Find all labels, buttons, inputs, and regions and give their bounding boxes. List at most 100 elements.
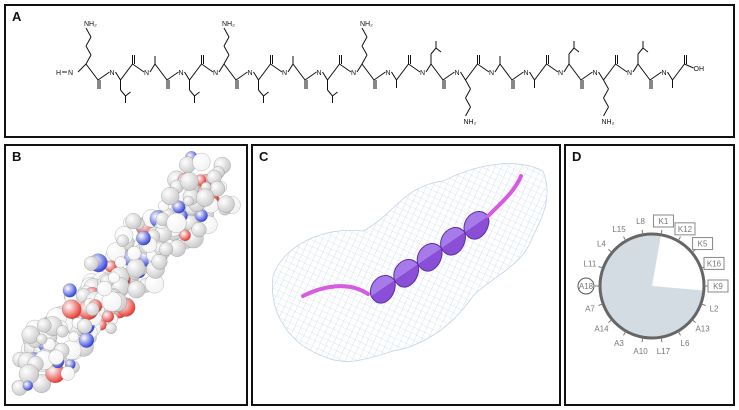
panel-d-label: D (572, 149, 582, 164)
residue-label: A7 (585, 305, 595, 314)
residue-tick (598, 303, 604, 306)
lysine-amine: NH₂ (84, 21, 97, 28)
residue-label: A18 (579, 282, 594, 291)
coil-segment (486, 174, 523, 218)
atom-sphere (127, 280, 146, 299)
atom-sphere (183, 195, 194, 207)
amide-nitrogen: N (386, 70, 391, 77)
c-terminal-acid: OH (694, 66, 705, 73)
residue-tick (677, 236, 681, 242)
residue-tick (623, 330, 627, 336)
atom-sphere (127, 246, 142, 261)
amide-nitrogen: N (593, 70, 598, 77)
lysine-amine: NH₂ (222, 21, 235, 28)
residue-label: A3 (614, 339, 624, 348)
residue-label: L15 (612, 225, 626, 234)
amide-nitrogen: N (455, 70, 460, 77)
n-terminus-label: H (56, 70, 61, 77)
amide-nitrogen: N (524, 70, 529, 77)
residue-tick (691, 319, 696, 324)
atom-sphere (159, 242, 173, 257)
atom-sphere (68, 331, 79, 343)
atom-sphere (85, 302, 100, 316)
atom-sphere (78, 332, 94, 348)
residue-label: A10 (633, 347, 648, 356)
residue-label: K5 (698, 240, 708, 249)
residue-label: L2 (710, 305, 719, 314)
residue-label: L4 (597, 240, 606, 249)
helix-turn (370, 279, 396, 304)
residue-box (674, 222, 696, 236)
atom-sphere (192, 152, 211, 172)
residue-label: L17 (657, 347, 671, 356)
residue-tick (660, 229, 663, 235)
residue-box (707, 279, 729, 293)
helix-turn (440, 231, 466, 256)
atom-sphere (136, 230, 151, 246)
helix-turn-back (393, 258, 419, 281)
residue-box (703, 256, 725, 270)
residue-label: A14 (594, 324, 609, 333)
atom-sphere (196, 188, 214, 207)
atom-sphere (166, 212, 187, 233)
amide-nitrogen: N (627, 70, 632, 77)
helix-turn (417, 247, 443, 272)
residue-label: L11 (584, 259, 597, 268)
amide-nitrogen: N (662, 70, 667, 77)
residue-tick (660, 337, 663, 343)
amide-nitrogen: N (179, 70, 184, 77)
residue-label: K16 (707, 259, 722, 268)
helix-turn-back (416, 242, 442, 265)
hydrophobic-sector (600, 234, 704, 338)
residue-label: K1 (659, 217, 669, 226)
amide-nitrogen: N (420, 70, 425, 77)
atom-sphere (217, 195, 235, 213)
atom-sphere (22, 380, 33, 391)
atom-sphere (180, 172, 199, 191)
residue-tick (598, 266, 604, 269)
residue-tick (641, 229, 644, 235)
helix-turn-back (463, 210, 489, 233)
atom-sphere (101, 310, 114, 323)
atom-sphere (60, 366, 75, 381)
amide-nitrogen: N (213, 70, 218, 77)
atom-sphere (151, 253, 168, 270)
atom-sphere (62, 283, 77, 298)
atom-sphere (108, 271, 120, 284)
residue-tick (677, 330, 681, 336)
residue-box (652, 214, 674, 228)
atom-sphere (48, 349, 64, 365)
residue-label: K12 (678, 225, 693, 234)
atom-sphere (125, 213, 142, 230)
helix-turn-back (440, 226, 465, 249)
lysine-amine: NH₂ (464, 119, 477, 126)
residue-circle (577, 277, 595, 295)
amide-nitrogen: N (317, 70, 322, 77)
helix-turn (464, 215, 490, 240)
atom-sphere (37, 318, 52, 333)
residue-label: A13 (695, 324, 710, 333)
atom-sphere (96, 281, 113, 297)
atom-sphere (191, 222, 207, 238)
atom-sphere (77, 318, 93, 334)
residue-tick (623, 236, 627, 242)
atom-sphere (105, 322, 117, 334)
ribbon-model (271, 163, 548, 362)
helical-wheel: K1K12K5K16K9L2A13L6L17A10A3A14A7A18L11L4… (577, 214, 729, 356)
atom-sphere (161, 187, 180, 206)
lysine-amine: NH₂ (360, 21, 373, 28)
panel-b: B (4, 144, 248, 406)
coil-segment (301, 284, 370, 298)
atom-sphere (126, 258, 146, 278)
amide-nitrogen: N (558, 70, 563, 77)
panel-c: C (251, 144, 561, 406)
residue-label: L6 (681, 339, 690, 348)
helix-ribbon (301, 174, 523, 304)
residue-box (692, 237, 714, 251)
amide-nitrogen: N (282, 70, 287, 77)
residue-tick (700, 303, 706, 306)
n-terminal-nitrogen: N (68, 70, 73, 77)
